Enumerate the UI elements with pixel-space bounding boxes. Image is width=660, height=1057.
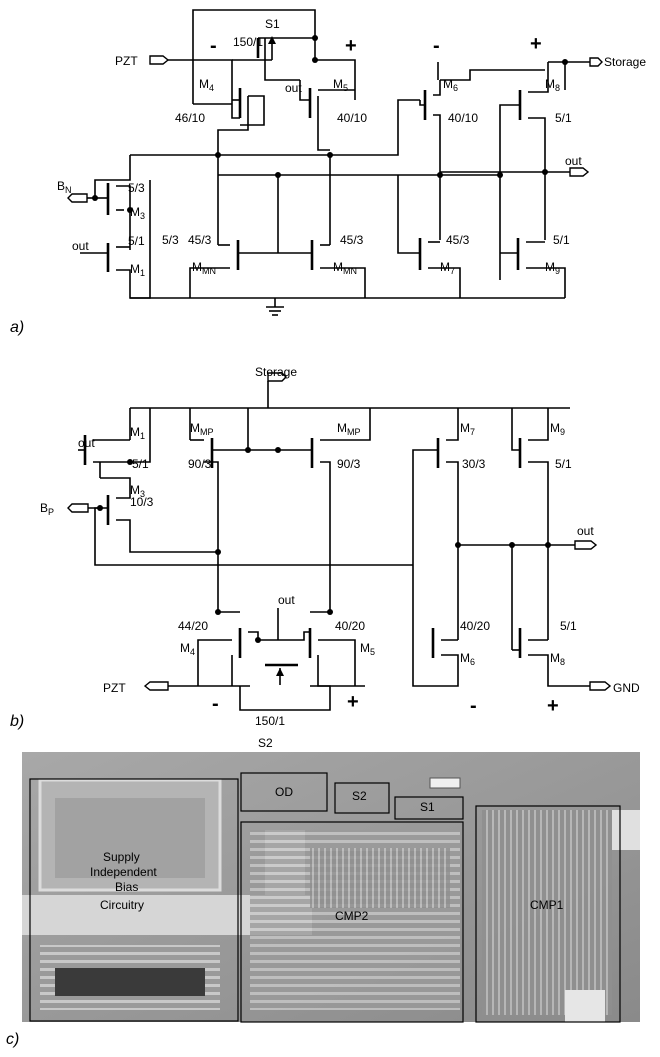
- bias-block-outline: [29, 778, 239, 1022]
- m5-label-a: M5: [333, 77, 348, 93]
- s2-out-label: out: [278, 593, 295, 607]
- bp-port: [67, 503, 89, 513]
- m7-size-a: 45/3: [446, 233, 470, 247]
- m1-size-a: 5/1: [128, 234, 145, 248]
- m9-label-b: M9: [550, 421, 565, 437]
- panel-b-schematic: Storage out BP out out PZT GND 150/1 S2 …: [10, 365, 640, 750]
- s2-name: S2: [258, 736, 273, 750]
- out-port-b-right: [574, 540, 598, 550]
- m4-size-a: 46/10: [175, 111, 205, 125]
- panel-a-label: a): [10, 319, 24, 336]
- m6-label-b: M6: [460, 651, 475, 667]
- mmp-l-size-b: 90/3: [188, 457, 212, 471]
- out-label-a-left: out: [72, 239, 89, 253]
- storage-label-b: Storage: [255, 365, 297, 379]
- polarity-b-m5: +: [347, 691, 359, 713]
- cmp1-block-outline: [475, 805, 621, 1023]
- m8-size-b: 5/1: [560, 619, 577, 633]
- m6-size-a: 40/10: [448, 111, 478, 125]
- od-text: OD: [275, 785, 293, 799]
- m5-label-b: M5: [360, 641, 375, 657]
- pzt-port: [149, 55, 170, 65]
- bn-label: BN: [57, 179, 72, 195]
- m8-label-b: M8: [550, 651, 565, 667]
- m9-size-b: 5/1: [555, 457, 572, 471]
- s2-block-text: S2: [352, 789, 367, 803]
- bn-port: [67, 193, 88, 203]
- m6-label-a: M6: [443, 77, 458, 93]
- polarity-b-m4: -: [212, 693, 219, 715]
- m4-label-b: M4: [180, 641, 195, 657]
- pzt-port-b: [143, 681, 169, 691]
- gnd-port: [589, 681, 612, 691]
- bias-text-3: Bias: [115, 880, 138, 894]
- bias-text-4: Circuitry: [100, 898, 144, 912]
- m9-label-a: M9: [545, 260, 560, 276]
- m7-label-a: M7: [440, 260, 455, 276]
- m3-label-b: M3: [130, 483, 145, 499]
- pzt-label-a: PZT: [115, 54, 138, 68]
- m4-size-b: 44/20: [178, 619, 208, 633]
- m4-label-a: M4: [199, 77, 214, 93]
- mmp-r-size-b: 90/3: [337, 457, 361, 471]
- mmp-l-label-b: MMP: [190, 421, 214, 437]
- s1-block-text: S1: [420, 800, 435, 814]
- pzt-label-b: PZT: [103, 681, 126, 695]
- mmn-l-label-a: MMN: [192, 260, 216, 276]
- storage-port-b: [267, 372, 287, 382]
- m3-size-a: 5/3: [128, 181, 145, 195]
- panel-b-label: b): [10, 713, 24, 730]
- polarity-b-m8: +: [547, 695, 559, 717]
- m3-size-b: 10/3: [130, 495, 154, 509]
- s1-size: 150/1: [233, 35, 263, 49]
- polarity-a-m6: -: [433, 35, 440, 57]
- mmn-r-size-a: 45/3: [340, 233, 364, 247]
- polarity-b-m6: -: [470, 695, 477, 717]
- bp-label: BP: [40, 501, 54, 517]
- mmn-l-size2-a: 45/3: [188, 233, 212, 247]
- mmn-r-label-a: MMN: [333, 260, 357, 276]
- panel-c-die-photo: Supply Independent Bias Circuitry OD S2 …: [6, 752, 640, 1048]
- m7-label-b: M7: [460, 421, 475, 437]
- panel-a-schematic: PZT Storage out BN out out S1 150/1 - + …: [10, 9, 646, 336]
- m8-size-a: 5/1: [555, 111, 572, 125]
- m6-size-b: 40/20: [460, 619, 490, 633]
- cmp1-text: CMP1: [530, 898, 564, 912]
- storage-port: [589, 57, 603, 67]
- out-label-a-right: out: [565, 154, 582, 168]
- cmp2-block-outline: [240, 821, 464, 1023]
- gnd-label: GND: [613, 681, 640, 695]
- m1-label-b: M1: [130, 425, 145, 441]
- out-label-b-right: out: [577, 524, 594, 538]
- m7-size-b: 30/3: [462, 457, 486, 471]
- out-port-right: [569, 167, 590, 177]
- bias-text-2: Independent: [90, 865, 157, 879]
- od-block-outline: [240, 772, 328, 812]
- m3-label-a: M3: [130, 205, 145, 221]
- bias-text-1: Supply: [103, 850, 140, 864]
- s1-block-outline: [394, 796, 464, 820]
- s2-size: 150/1: [255, 714, 285, 728]
- mmn-l-size-a: 5/3: [162, 233, 179, 247]
- m9-size-a: 5/1: [553, 233, 570, 247]
- m5-size-a: 40/10: [337, 111, 367, 125]
- panel-c-label: c): [6, 1031, 19, 1048]
- storage-label-a: Storage: [604, 55, 646, 69]
- cmp2-text: CMP2: [335, 909, 369, 923]
- polarity-a-m5: +: [345, 35, 357, 57]
- polarity-a-m8: +: [530, 33, 542, 55]
- m1-size-b: 5/1: [132, 457, 149, 471]
- mmp-r-label-b: MMP: [337, 421, 361, 437]
- out-label-b-left: out: [78, 436, 95, 450]
- s2-block-outline: [334, 782, 390, 814]
- s1-out-label: out: [285, 81, 302, 95]
- m8-label-a: M8: [545, 77, 560, 93]
- polarity-a-m4: -: [210, 35, 217, 57]
- s1-name: S1: [265, 17, 280, 31]
- m1-label-a: M1: [130, 262, 145, 278]
- m5-size-b: 40/20: [335, 619, 365, 633]
